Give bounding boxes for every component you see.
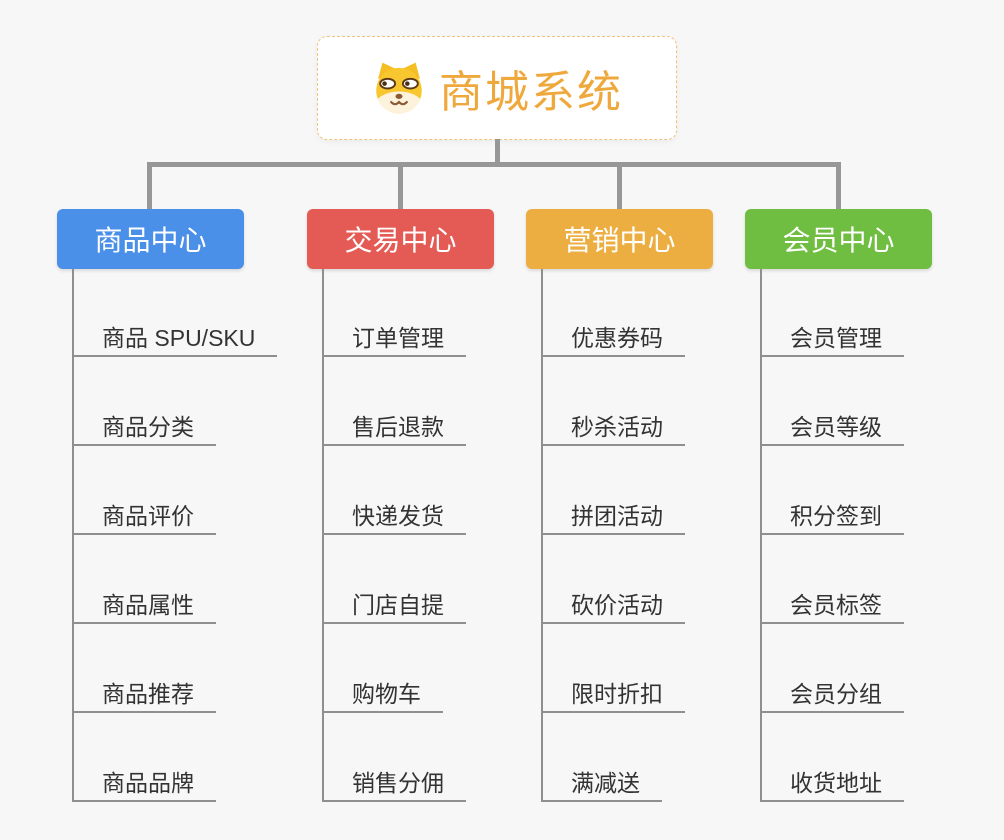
leaf-node[interactable]: 商品分类	[72, 408, 216, 446]
branch-label: 会员中心	[782, 225, 895, 256]
leaf-node[interactable]: 拼团活动	[541, 497, 685, 535]
leaf-node[interactable]: 商品属性	[72, 586, 216, 624]
leaf-node[interactable]: 商品推荐	[72, 675, 216, 713]
branch-node-trade-center[interactable]: 交易中心	[307, 209, 494, 269]
leaf-node[interactable]: 商品评价	[72, 497, 216, 535]
branch-node-member-center[interactable]: 会员中心	[745, 209, 932, 269]
trunk-line-product-center	[72, 269, 74, 802]
leaf-node[interactable]: 秒杀活动	[541, 408, 685, 446]
branch-node-marketing-center[interactable]: 营销中心	[526, 209, 713, 269]
leaf-node[interactable]: 购物车	[322, 675, 443, 713]
leaf-node[interactable]: 商品品牌	[72, 764, 216, 802]
branch-label: 商品中心	[94, 225, 207, 256]
leaf-node[interactable]: 砍价活动	[541, 586, 685, 624]
leaf-node[interactable]: 限时折扣	[541, 675, 685, 713]
leaf-node[interactable]: 销售分佣	[322, 764, 466, 802]
leaf-node[interactable]: 快递发货	[322, 497, 466, 535]
shiba-dog-icon	[376, 62, 422, 114]
trunk-line-member-center	[760, 269, 762, 802]
leaf-node[interactable]: 商品 SPU/SKU	[72, 319, 278, 357]
branch-node-product-center[interactable]: 商品中心	[57, 209, 244, 269]
branch-label: 营销中心	[563, 225, 676, 256]
leaf-node[interactable]: 门店自提	[322, 586, 466, 624]
leaf-node[interactable]: 售后退款	[322, 408, 466, 446]
branch-label: 交易中心	[344, 225, 457, 256]
leaf-node[interactable]: 会员标签	[760, 586, 904, 624]
connector-horizontal-bar	[147, 162, 841, 167]
root-title: 商城系统	[439, 68, 623, 117]
leaf-node[interactable]: 满减送	[541, 764, 662, 802]
trunk-line-marketing-center	[541, 269, 543, 802]
connector-root-stem	[495, 139, 500, 167]
leaf-node[interactable]: 会员分组	[760, 675, 904, 713]
leaf-node[interactable]: 会员管理	[760, 319, 904, 357]
connector-drop-branch-3	[617, 162, 622, 209]
connector-drop-branch-2	[398, 162, 403, 209]
root-node-mall-system[interactable]: 商城系统	[317, 36, 677, 140]
leaf-node[interactable]: 会员等级	[760, 408, 904, 446]
leaf-node[interactable]: 订单管理	[322, 319, 466, 357]
connector-drop-branch-4	[836, 162, 841, 209]
leaf-node[interactable]: 收货地址	[760, 764, 904, 802]
leaf-node[interactable]: 积分签到	[760, 497, 904, 535]
trunk-line-trade-center	[322, 269, 324, 802]
connector-drop-branch-1	[147, 162, 152, 209]
leaf-node[interactable]: 优惠券码	[541, 319, 685, 357]
